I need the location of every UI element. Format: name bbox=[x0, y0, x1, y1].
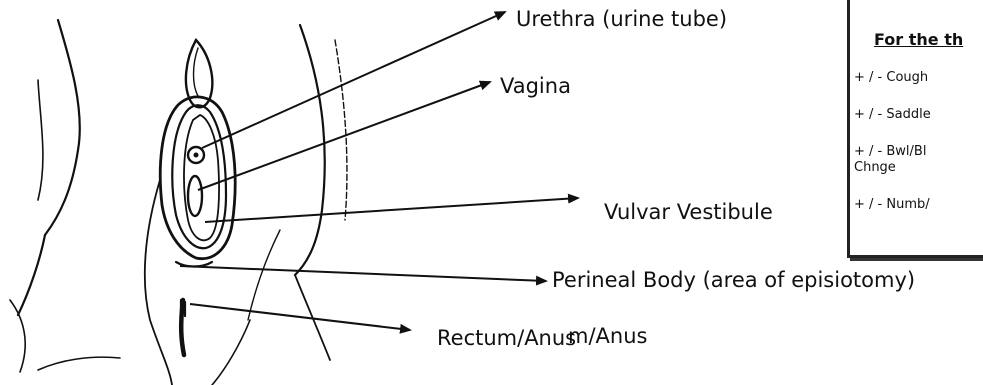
panel-title: For the th bbox=[874, 30, 963, 49]
arrow-vestibule bbox=[205, 198, 578, 222]
body-outline bbox=[10, 20, 347, 385]
label-urethra: Urethra (urine tube) bbox=[516, 9, 727, 30]
panel-item-saddle: + / - Saddle bbox=[854, 107, 931, 123]
label-rectum-anus: Rectum/Anus bbox=[437, 328, 576, 349]
label-perineal-body: Perineal Body (area of episiotomy) bbox=[552, 270, 915, 291]
panel-item-numb: + / - Numb/ bbox=[854, 197, 930, 213]
panel-item-cough: + / - Cough bbox=[854, 70, 928, 86]
label-vulvar-vestibule: Vulvar Vestibule bbox=[604, 202, 773, 223]
arrow-vagina bbox=[198, 82, 490, 190]
checklist-panel: For the th + / - Cough + / - Saddle + / … bbox=[847, 0, 983, 258]
label-rectum-anus-fragment: m/Anus bbox=[568, 326, 647, 347]
label-vagina: Vagina bbox=[500, 76, 571, 97]
leader-arrows bbox=[180, 12, 578, 330]
arrow-perineal bbox=[180, 266, 546, 281]
arrow-urethra bbox=[202, 12, 505, 148]
arrow-rectum bbox=[190, 304, 410, 330]
panel-item-bowel-bladder: + / - Bwl/Bl bbox=[854, 144, 926, 160]
panel-item-change: Chnge bbox=[854, 160, 896, 176]
